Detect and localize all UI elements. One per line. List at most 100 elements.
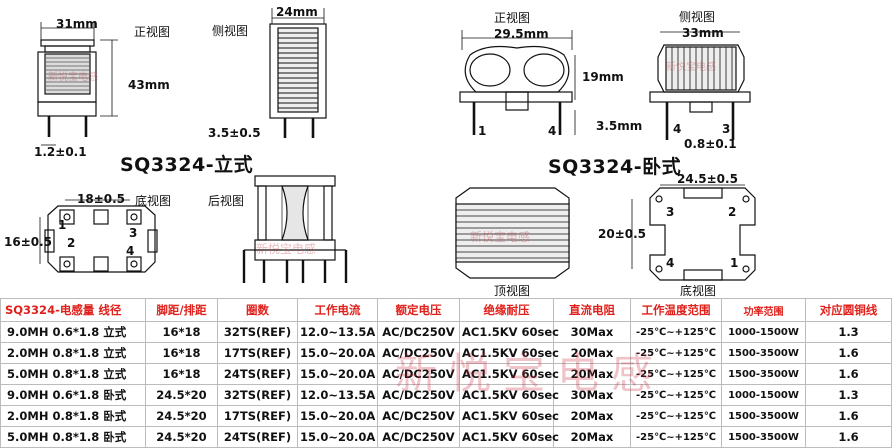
- col-header-pitch: 脚距/排距: [145, 298, 218, 322]
- horizontal-side-view: [649, 31, 751, 140]
- horizontal-height-dimension: 19mm: [582, 70, 624, 84]
- cell-model: 9.0MH 0.6*1.8 卧式: [0, 384, 146, 406]
- cell-current: 15.0~20.0A: [297, 363, 378, 385]
- vertical-pin-diameter-dimension: 1.2±0.1: [34, 145, 87, 159]
- table-row: 5.0MH 0.8*1.8 卧式 24.5*20 24TS(REF) 15.0~…: [0, 426, 892, 448]
- vertical-bottom-view: [39, 199, 158, 273]
- cell-resistance: 30Max: [553, 321, 631, 343]
- horizontal-pin-length-dimension: 3.5mm: [596, 119, 643, 133]
- cell-voltage: AC/DC250V: [377, 405, 460, 427]
- table-header-row: SQ3324-电感量 线径 脚距/排距 圈数 工作电流 额定电压 绝缘耐压 直流…: [0, 298, 892, 322]
- spec-table: SQ3324-电感量 线径 脚距/排距 圈数 工作电流 额定电压 绝缘耐压 直流…: [0, 298, 892, 448]
- cell-turns: 32TS(REF): [217, 384, 298, 406]
- col-header-current: 工作电流: [297, 298, 378, 322]
- cell-voltage: AC/DC250V: [377, 321, 460, 343]
- cell-model: 2.0MH 0.8*1.8 卧式: [0, 405, 146, 427]
- horizontal-bottom-width-dimension: 24.5±0.5: [677, 172, 738, 186]
- cell-pitch: 16*18: [145, 321, 218, 343]
- cell-power: 1500-3500W: [721, 363, 806, 385]
- horizontal-model-title: SQ3324-卧式: [548, 156, 682, 178]
- cell-current: 15.0~20.0A: [297, 426, 378, 448]
- col-header-temperature: 工作温度范围: [630, 298, 722, 322]
- col-header-resistance: 直流电阻: [553, 298, 631, 322]
- vertical-bottom-width-dimension: 18±0.5: [77, 192, 126, 206]
- col-header-model: SQ3324-电感量 线径: [0, 298, 146, 322]
- col-header-insulation: 绝缘耐压: [459, 298, 554, 322]
- cell-wire: 1.3: [805, 321, 892, 343]
- cell-resistance: 20Max: [553, 363, 631, 385]
- cell-temperature: -25℃~+125℃: [630, 426, 722, 448]
- cell-wire: 1.6: [805, 342, 892, 364]
- vertical-bottom-height-dimension: 16±0.5: [4, 235, 53, 249]
- horizontal-front-pin-4: 4: [548, 124, 557, 138]
- col-header-voltage: 额定电压: [377, 298, 460, 322]
- vertical-side-view: [269, 8, 327, 138]
- vertical-depth-dimension: 24mm: [276, 5, 318, 19]
- vertical-side-view-label: 侧视图: [212, 24, 249, 38]
- horizontal-bottom-pin-1: 1: [730, 256, 739, 270]
- cell-current: 15.0~20.0A: [297, 405, 378, 427]
- table-row: 2.0MH 0.8*1.8 立式 16*18 17TS(REF) 15.0~20…: [0, 342, 892, 364]
- cell-insulation: AC1.5KV 60sec: [459, 384, 559, 406]
- vertical-bottom-pin-4: 4: [126, 244, 135, 258]
- horizontal-pin-diameter-dimension: 0.8±0.1: [684, 137, 737, 151]
- cell-wire: 1.6: [805, 405, 892, 427]
- watermark: 新悦宝电感: [470, 230, 531, 244]
- cell-current: 12.0~13.5A: [297, 384, 378, 406]
- horizontal-top-view-label: 顶视图: [494, 284, 531, 298]
- cell-power: 1500-3500W: [721, 426, 806, 448]
- cell-current: 15.0~20.0A: [297, 342, 378, 364]
- cell-insulation: AC1.5KV 60sec: [459, 321, 559, 343]
- vertical-rear-view: [242, 175, 348, 283]
- horizontal-bottom-pin-3: 3: [666, 205, 675, 219]
- cell-power: 1000-1500W: [721, 321, 806, 343]
- horizontal-front-view-label: 正视图: [494, 11, 531, 25]
- cell-insulation: AC1.5KV 60sec: [459, 405, 559, 427]
- horizontal-width-dimension: 29.5mm: [494, 27, 549, 41]
- cell-pitch: 24.5*20: [145, 384, 218, 406]
- cell-power: 1500-3500W: [721, 342, 806, 364]
- cell-resistance: 20Max: [553, 426, 631, 448]
- cell-wire: 1.6: [805, 363, 892, 385]
- col-header-power: 功率范围: [721, 298, 806, 322]
- horizontal-side-pin-3: 3: [722, 122, 731, 136]
- cell-insulation: AC1.5KV 60sec: [459, 363, 559, 385]
- horizontal-bottom-height-dimension: 20±0.5: [598, 227, 647, 241]
- cell-turns: 32TS(REF): [217, 321, 298, 343]
- watermark: 新悦宝电感: [48, 72, 98, 83]
- cell-turns: 17TS(REF): [217, 342, 298, 364]
- cell-power: 1000-1500W: [721, 384, 806, 406]
- cell-pitch: 24.5*20: [145, 426, 218, 448]
- vertical-height-dimension: 43mm: [128, 78, 170, 92]
- vertical-bottom-pin-2: 2: [67, 236, 76, 250]
- horizontal-depth-dimension: 33mm: [682, 26, 724, 40]
- cell-turns: 24TS(REF): [217, 426, 298, 448]
- vertical-rear-view-label: 后视图: [208, 194, 245, 208]
- technical-drawings: [37, 8, 756, 283]
- watermark: 新悦宝电感: [666, 62, 716, 73]
- vertical-front-view: [37, 22, 118, 146]
- vertical-width-dimension: 31mm: [56, 17, 98, 31]
- cell-pitch: 24.5*20: [145, 405, 218, 427]
- vertical-bottom-view-label: 底视图: [135, 194, 172, 208]
- cell-model: 5.0MH 0.8*1.8 立式: [0, 363, 146, 385]
- cell-pitch: 16*18: [145, 363, 218, 385]
- horizontal-bottom-view: [631, 184, 756, 281]
- horizontal-front-view: [459, 30, 576, 135]
- col-header-wire: 对应圆铜线: [805, 298, 892, 322]
- cell-wire: 1.3: [805, 384, 892, 406]
- col-header-turns: 圈数: [217, 298, 298, 322]
- cell-pitch: 16*18: [145, 342, 218, 364]
- horizontal-front-pin-1: 1: [478, 124, 487, 138]
- cell-temperature: -25℃~+125℃: [630, 405, 722, 427]
- cell-current: 12.0~13.5A: [297, 321, 378, 343]
- cell-model: 2.0MH 0.8*1.8 立式: [0, 342, 146, 364]
- horizontal-bottom-pin-4: 4: [666, 256, 675, 270]
- vertical-bottom-pin-3: 3: [129, 226, 138, 240]
- horizontal-bottom-pin-2: 2: [728, 205, 737, 219]
- cell-power: 1500-3500W: [721, 405, 806, 427]
- vertical-pin-length-dimension: 3.5±0.5: [208, 126, 261, 140]
- table-row: 5.0MH 0.8*1.8 立式 16*18 24TS(REF) 15.0~20…: [0, 363, 892, 385]
- horizontal-bottom-view-label: 底视图: [680, 284, 717, 298]
- vertical-bottom-pin-1: 1: [58, 218, 67, 232]
